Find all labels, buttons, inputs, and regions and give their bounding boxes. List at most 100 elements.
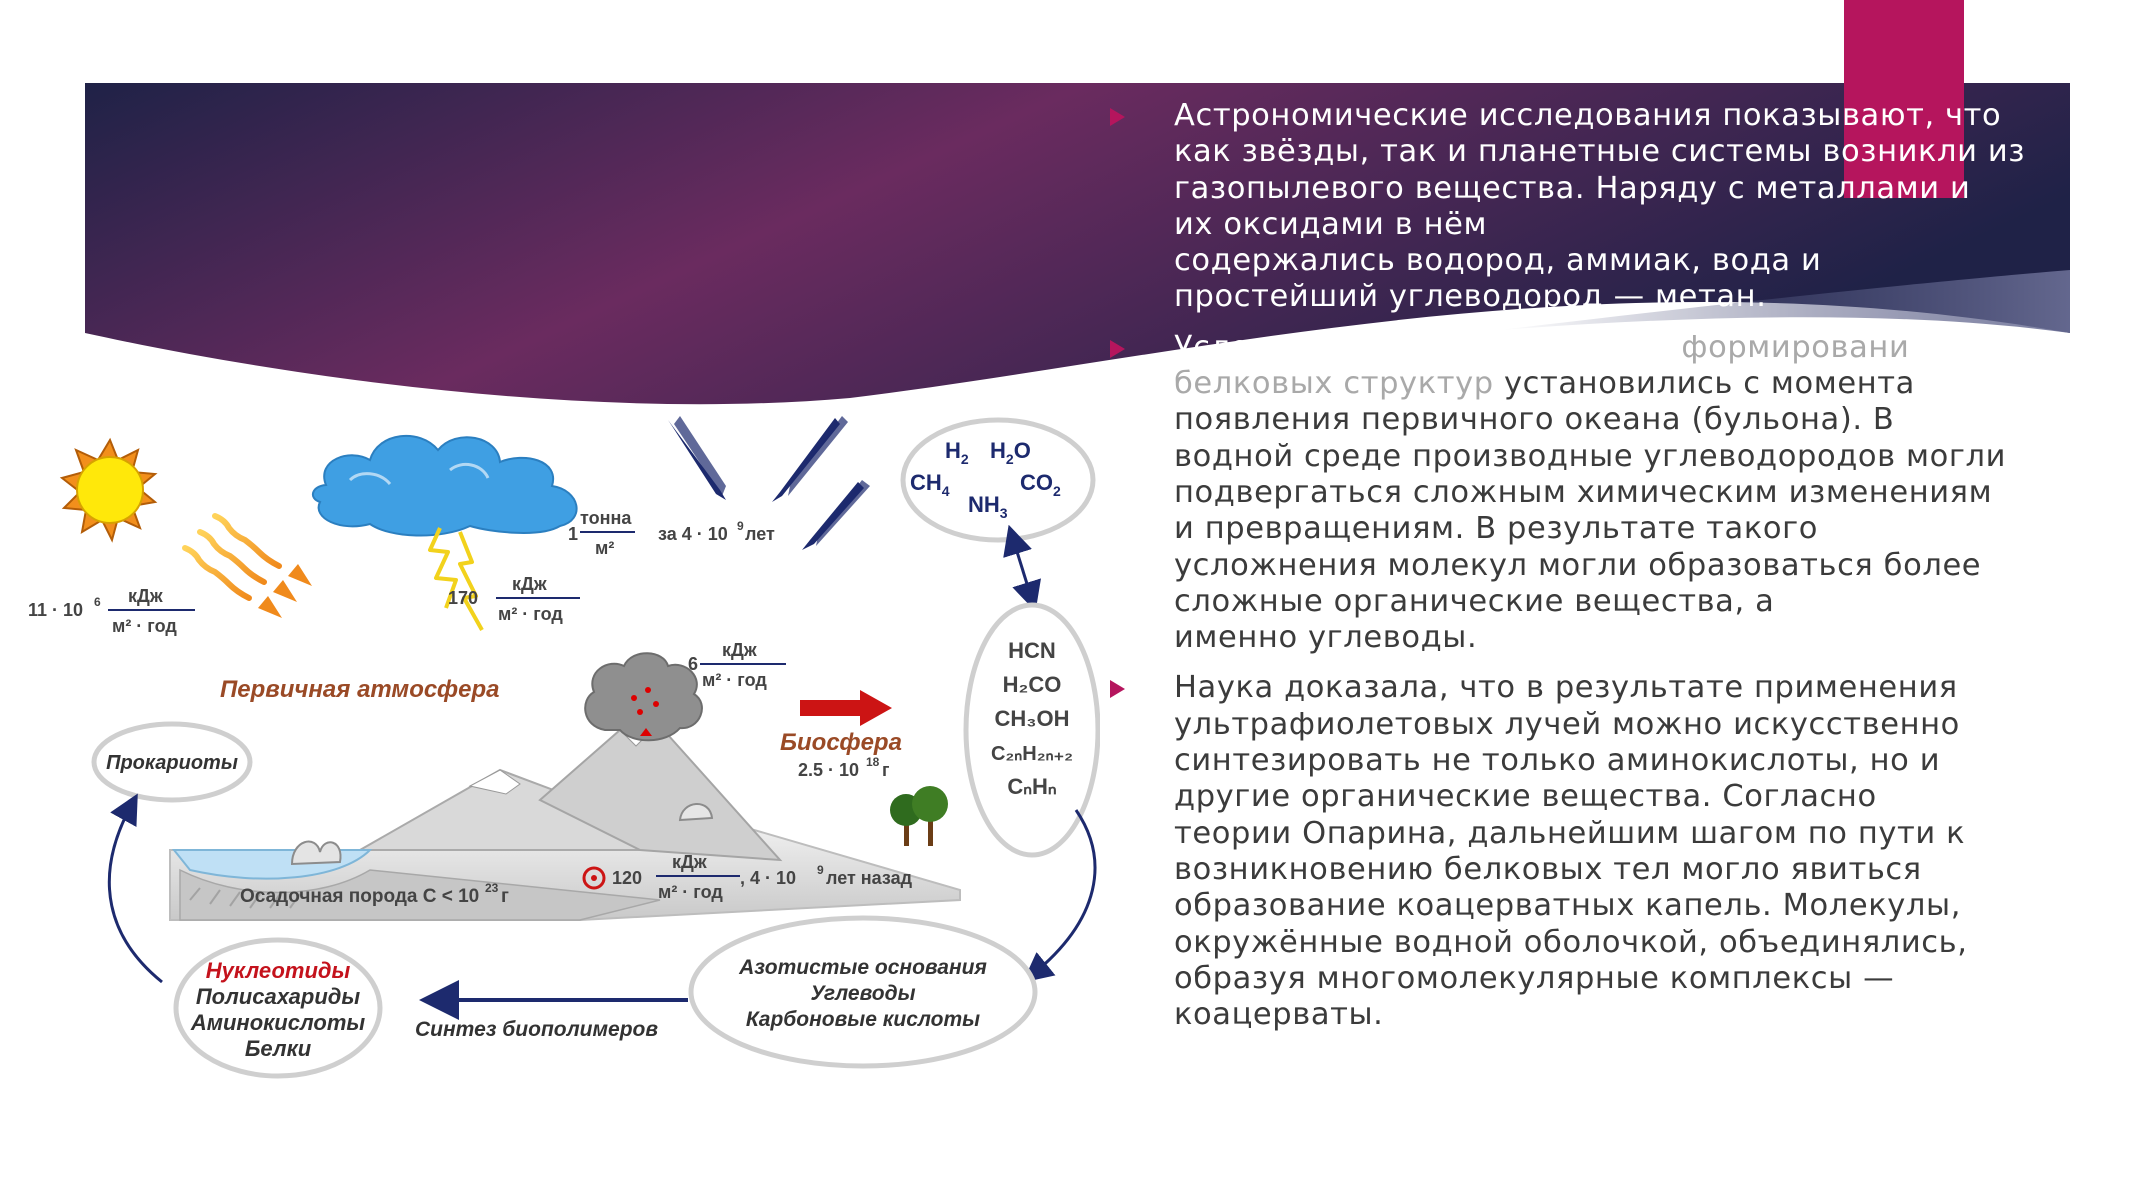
bullet-line: подвергаться сложным химическим изменени… [1174,474,1993,510]
primary-atmosphere-label: Первичная атмосфера [220,676,499,703]
svg-text:г: г [882,760,890,780]
sun-energy-label: 11 · 10 6 кДж м² · год [28,586,195,636]
svg-text:H₂CO: H₂CO [1003,672,1062,697]
svg-text:CO2: CO2 [1020,470,1061,499]
svg-text:HCN: HCN [1008,638,1056,663]
radioactive-energy-label: 120 кДж м² · год , 4 · 10 9 лет назад [582,852,913,902]
trees-icon [890,786,948,846]
svg-text:м² · год: м² · год [112,616,177,636]
bullet-line: их оксидами в нём [1174,206,1488,242]
bullet-line: усложнения молекул могли образоваться бо… [1174,547,1982,583]
svg-text:м²: м² [595,538,614,558]
biopolymer-synthesis-label: Синтез биополимеров [415,1018,658,1041]
svg-text:Карбоновые кислоты: Карбоновые кислоты [746,1008,980,1031]
sediment-label: Осадочная порода C < 10 23 г [240,881,509,907]
bullet-line: именно углеводы. [1174,620,1478,656]
organics-to-bases-arrow [1022,809,1097,983]
svg-text:CH4: CH4 [910,470,950,499]
bullet-marker-icon [1110,108,1125,126]
svg-text:Биосфера: Биосфера [780,729,902,756]
lightning-icon [428,527,484,631]
sun-icon [59,437,158,543]
biosphere-block: Биосфера 2.5 · 10 18 г [780,690,902,780]
bullet-line: образование коацерватных капель. Молекул… [1174,888,1961,924]
landscape-illustration [169,724,961,921]
svg-text:лет: лет [745,524,775,544]
lightning-energy-label: 170 кДж м² · год [448,574,580,624]
svg-text:лет назад: лет назад [826,868,913,888]
svg-text:CH₃OH: CH₃OH [995,706,1070,731]
bullet-item-oparin: Наука доказала, что в результате примене… [1110,670,2040,1033]
origin-of-life-diagram: 11 · 10 6 кДж м² · год 170 кДж м² · год [28,416,1100,1079]
svg-text:C₂ₙH₂ₙ₊₂: C₂ₙH₂ₙ₊₂ [991,743,1073,765]
svg-text:6: 6 [94,595,101,609]
volcano-energy-label: 6 кДж м² · год [688,640,786,690]
svg-text:м² · год: м² · год [498,604,563,624]
svg-text:кДж: кДж [128,586,163,606]
bullet-item-conditions: Условия для начала процесса формировани … [1110,330,2040,657]
svg-text:11 · 10: 11 · 10 [28,600,83,620]
meteor-mass-label: 1 тонна м² за 4 · 10 9 лет [568,508,775,558]
svg-text:Прокариоты: Прокариоты [106,752,238,774]
bullet-marker-icon [1110,680,1125,699]
volcano-smoke-icon [584,652,703,742]
svg-text:120: 120 [612,868,642,888]
bullet-line: появления первичного океана (бульона). В [1174,402,1895,438]
svg-text:кДж: кДж [512,574,547,594]
svg-text:H2: H2 [945,438,969,467]
bullet-line: белковых структур установились с момента [1174,366,1915,402]
svg-text:CₙHₙ: CₙHₙ [1007,774,1057,799]
svg-text:Полисахариды: Полисахариды [196,984,361,1009]
bases-ellipse: Азотистые основания Углеводы Карбоновые … [688,915,1038,1069]
svg-text:кДж: кДж [722,640,757,660]
bullet-line: сложные органические вещества, а [1174,583,1775,619]
bullet-item-astronomy: Астрономические исследования показывают,… [1110,98,2040,316]
svg-text:кДж: кДж [672,852,707,872]
bullet-line: возникновению белковых тел могло явиться [1174,851,1922,887]
svg-text:Белки: Белки [245,1036,312,1061]
svg-text:Нуклеотиды: Нуклеотиды [206,958,351,983]
svg-text:170: 170 [448,588,478,608]
cloud-icon [311,434,578,537]
svg-text:Осадочная порода C < 10: Осадочная порода C < 10 [240,886,479,907]
svg-text:м² · год: м² · год [702,670,767,690]
svg-text:23: 23 [485,881,499,895]
biopolymers-ellipse: Нуклеотиды Полисахариды Аминокислоты Бел… [173,937,383,1079]
svg-text:1: 1 [568,524,578,544]
bullet-line: Наука доказала, что в результате примене… [1174,670,1958,706]
accent-bar [1844,0,1964,198]
svg-text:Азотистые основания: Азотистые основания [738,956,987,979]
bullet-line: Астрономические исследования показывают,… [1174,98,2002,133]
prokaryotes-ellipse: Прокариоты [91,721,253,803]
bullet-line: как звёзды, так и планетные системы возн… [1174,134,2026,170]
bullet-line: теории Опарина, дальнейшим шагом по пути… [1174,815,1966,851]
biopolymers-to-prokaryotes-arrow [107,793,163,984]
bullet-line: другие органические вещества. Согласно [1174,779,1877,815]
svg-text:2.5 · 10: 2.5 · 10 [798,760,859,780]
simple-organics-ellipse: HCN H₂CO CH₃OH C₂ₙH₂ₙ₊₂ CₙHₙ [963,602,1100,858]
bullet-line: водной среде производные углеводородов м… [1174,438,2007,474]
bullet-line: простейший углеводород — метан. [1174,279,1767,315]
svg-text:9: 9 [817,863,824,877]
svg-text:Аминокислоты: Аминокислоты [190,1010,366,1035]
bullet-line: образуя многомолекулярные комплексы — [1174,960,1895,996]
svg-text:м² · год: м² · год [658,882,723,902]
svg-text:, 4 · 10: , 4 · 10 [740,868,796,888]
svg-text:NH3: NH3 [968,492,1008,521]
bullet-line: коацерваты. [1174,997,1384,1033]
banner-shape [85,83,2070,405]
bullet-line: окружённые водной оболочкой, объединялис… [1174,924,1968,960]
bullet-line: синтезировать не только аминокислоты, но… [1174,743,1941,779]
bullet-line: Условия для начала процесса формировани [1174,329,1910,365]
header-banner [85,83,2070,405]
svg-text:за 4 · 10: за 4 · 10 [658,524,728,544]
meteor-icon [668,416,870,550]
svg-text:9: 9 [737,519,744,533]
svg-text:тонна: тонна [580,508,632,528]
svg-text:г: г [501,886,509,907]
gases-to-organics-arrow [1003,524,1041,612]
bullet-line: и превращениям. В результате такого [1174,511,1819,547]
sunlight-rays-icon [182,513,312,618]
bullet-line: ультрафиолетовых лучей можно искусственн… [1174,706,1960,742]
